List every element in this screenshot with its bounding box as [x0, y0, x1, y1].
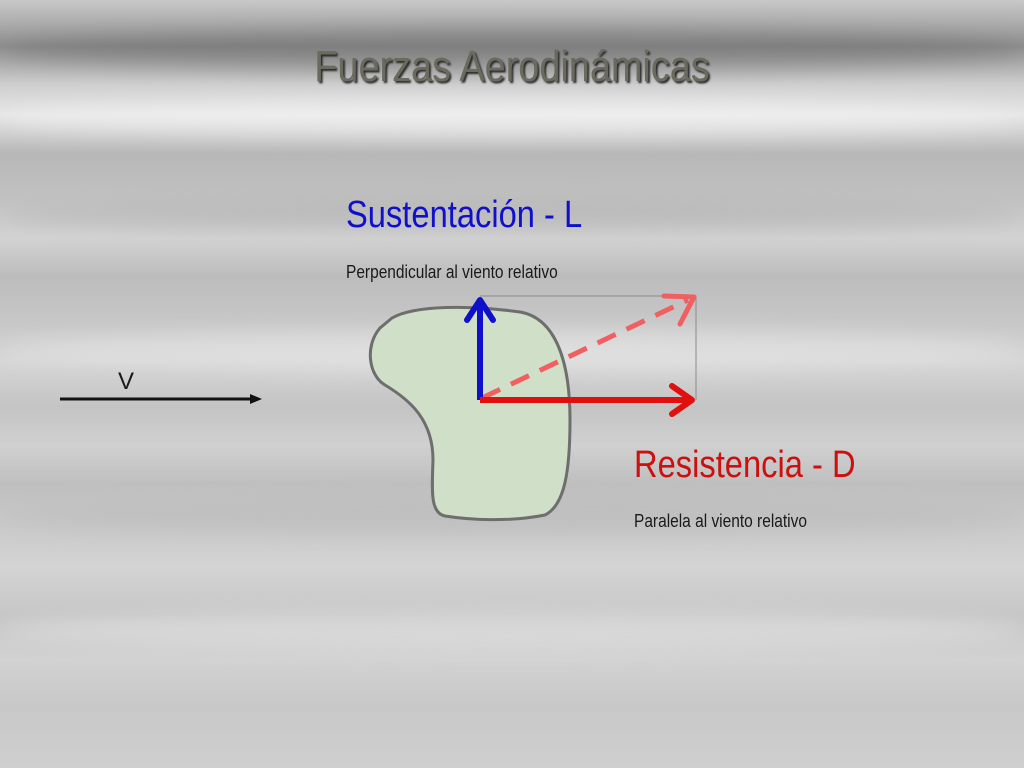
resultant-force-arrow — [480, 297, 690, 401]
lift-label: Sustentación - L — [346, 194, 583, 236]
velocity-label: V — [118, 368, 135, 395]
background-streak — [0, 610, 1024, 650]
background-streak — [0, 200, 1024, 230]
lift-arrowhead — [464, 297, 496, 323]
resultant-arrowhead — [661, 293, 697, 327]
slide-title: Fuerzas Aerodinámicas — [314, 42, 710, 91]
background-streak — [0, 30, 1024, 70]
drag-label: Resistencia - D — [634, 444, 856, 486]
drag-arrowhead — [669, 383, 695, 417]
background-streak — [0, 100, 1024, 135]
body-shape — [368, 305, 572, 522]
lift-description: Perpendicular al viento relativo — [346, 262, 558, 282]
velocity-arrowhead — [250, 394, 262, 404]
drag-description: Paralela al viento relativo — [634, 511, 807, 531]
